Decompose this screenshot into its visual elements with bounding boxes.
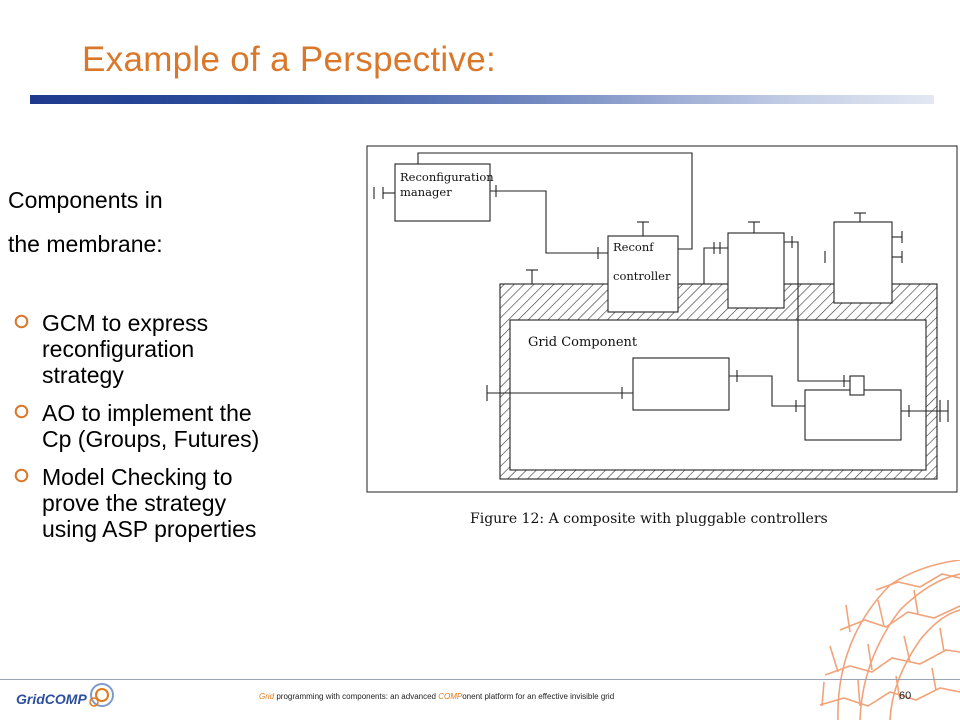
bullet-text: GCM to express reconfiguration strategy [42,310,209,388]
bullet-item: GCM to express reconfiguration strategy [8,310,358,388]
bullet-text: Model Checking to prove the strategy usi… [42,464,257,542]
label-manager-line1: Reconfiguration [400,170,494,184]
wire-manager-to-controller [490,190,608,254]
title-underline-bar [30,95,934,104]
intro-text: Components in the membrane: [8,178,163,266]
reconfiguration-manager-box [394,163,491,222]
controller-box-2 [727,232,785,309]
inner-component-2 [804,389,902,441]
label-manager-line2: manager [400,185,452,199]
figure-frame [366,145,958,493]
composite-diagram: Reconfiguration manager Reconf controlle… [366,145,958,500]
footer-text-part2: onent platform for an effective invisibl… [462,692,615,701]
pluggable-controller-small [849,375,865,396]
slide-title: Example of a Perspective: [82,40,497,79]
circle-bullet-icon [14,404,29,419]
bullet-text: AO to implement the Cp (Groups, Futures) [42,400,260,452]
circle-bullet-icon [14,314,29,329]
label-controller-line2: controller [613,269,671,283]
figure-caption: Figure 12: A composite with pluggable co… [470,511,828,527]
reconf-controller-box [607,235,679,313]
logo-text: GridCOMP [16,691,87,707]
bullet-item: Model Checking to prove the strategy usi… [8,464,358,542]
label-grid-component: Grid Component [528,335,638,350]
footer-highlight-comp: COMP [438,692,463,701]
intro-line-1: Components in [8,187,163,213]
label-controller-line1: Reconf [613,240,654,254]
wire-loop [417,152,693,250]
footer-text-part1: programming with components: an advanced [274,692,439,701]
honeycomb-decoration-icon [819,560,960,720]
bullet-item: AO to implement the Cp (Groups, Futures) [8,400,358,452]
footer-highlight-grid: Grid [259,692,275,701]
footer-divider [0,679,960,680]
footer-tagline: Grid programming with components: an adv… [259,692,614,701]
circle-bullet-icon [14,468,29,483]
bullet-list: GCM to express reconfiguration strategy … [8,310,358,554]
intro-line-2: the membrane: [8,231,163,257]
inner-component-1 [632,357,730,411]
page-number: 60 [899,690,912,702]
gridcomp-logo-icon: GridCOMP [16,683,114,707]
diagram-svg: Reconfiguration manager Reconf controlle… [366,145,958,493]
controller-box-3 [833,221,893,304]
gridcomp-logo: GridCOMP [14,682,124,721]
